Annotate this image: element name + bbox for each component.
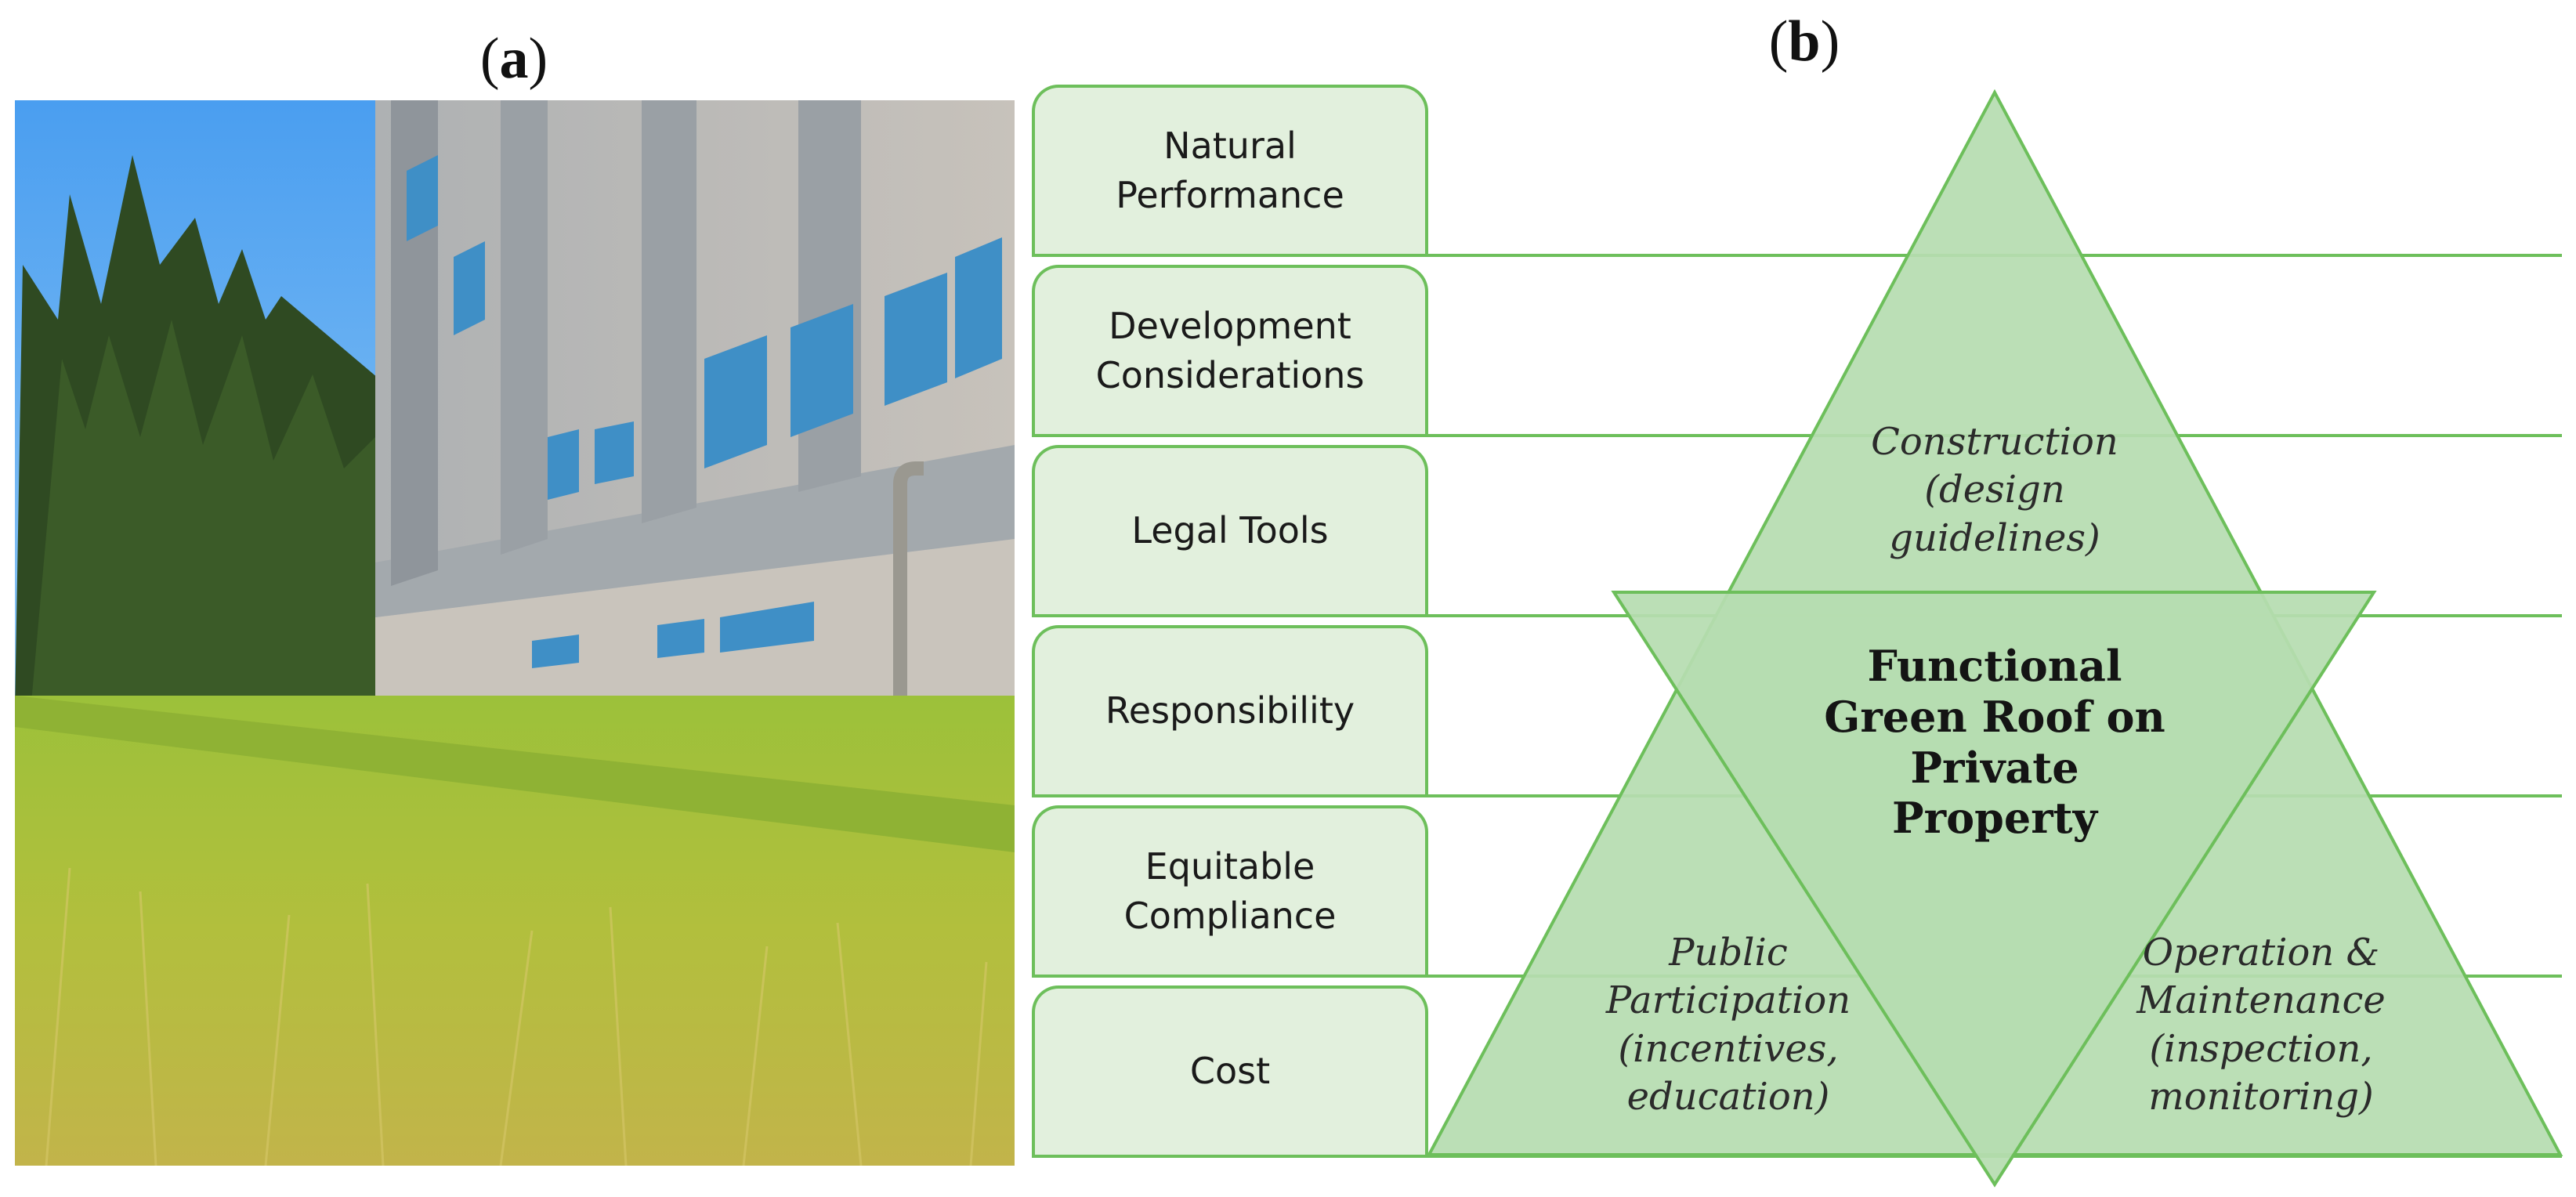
public-participation-text: Public Participation (incentives, educat… xyxy=(1605,931,1851,1119)
panel-a-label: (a) xyxy=(479,27,548,91)
functional-green-roof-text: Functional Green Roof on Private Propert… xyxy=(1824,641,2165,844)
category-responsibility: Responsibility xyxy=(1032,625,1428,794)
category-natural-performance: Natural Performance xyxy=(1032,85,1428,254)
category-development-considerations: Development Considerations xyxy=(1032,265,1428,434)
category-equitable-compliance: Equitable Compliance xyxy=(1032,805,1428,975)
panel-b-label: (b) xyxy=(1768,9,1840,74)
building xyxy=(375,100,1015,805)
category-cost: Cost xyxy=(1032,985,1428,1155)
panel-b-letter: b xyxy=(1788,9,1821,74)
panel-a-letter: a xyxy=(499,27,529,91)
operation-maintenance-text: Operation & Maintenance (inspection, mon… xyxy=(2136,931,2386,1119)
construction-text: Construction (design guidelines) xyxy=(1871,420,2118,560)
upward-triangle xyxy=(1426,89,2563,1156)
green-roof-photo xyxy=(15,100,1015,1166)
trees xyxy=(15,155,383,711)
category-legal-tools: Legal Tools xyxy=(1032,445,1428,614)
